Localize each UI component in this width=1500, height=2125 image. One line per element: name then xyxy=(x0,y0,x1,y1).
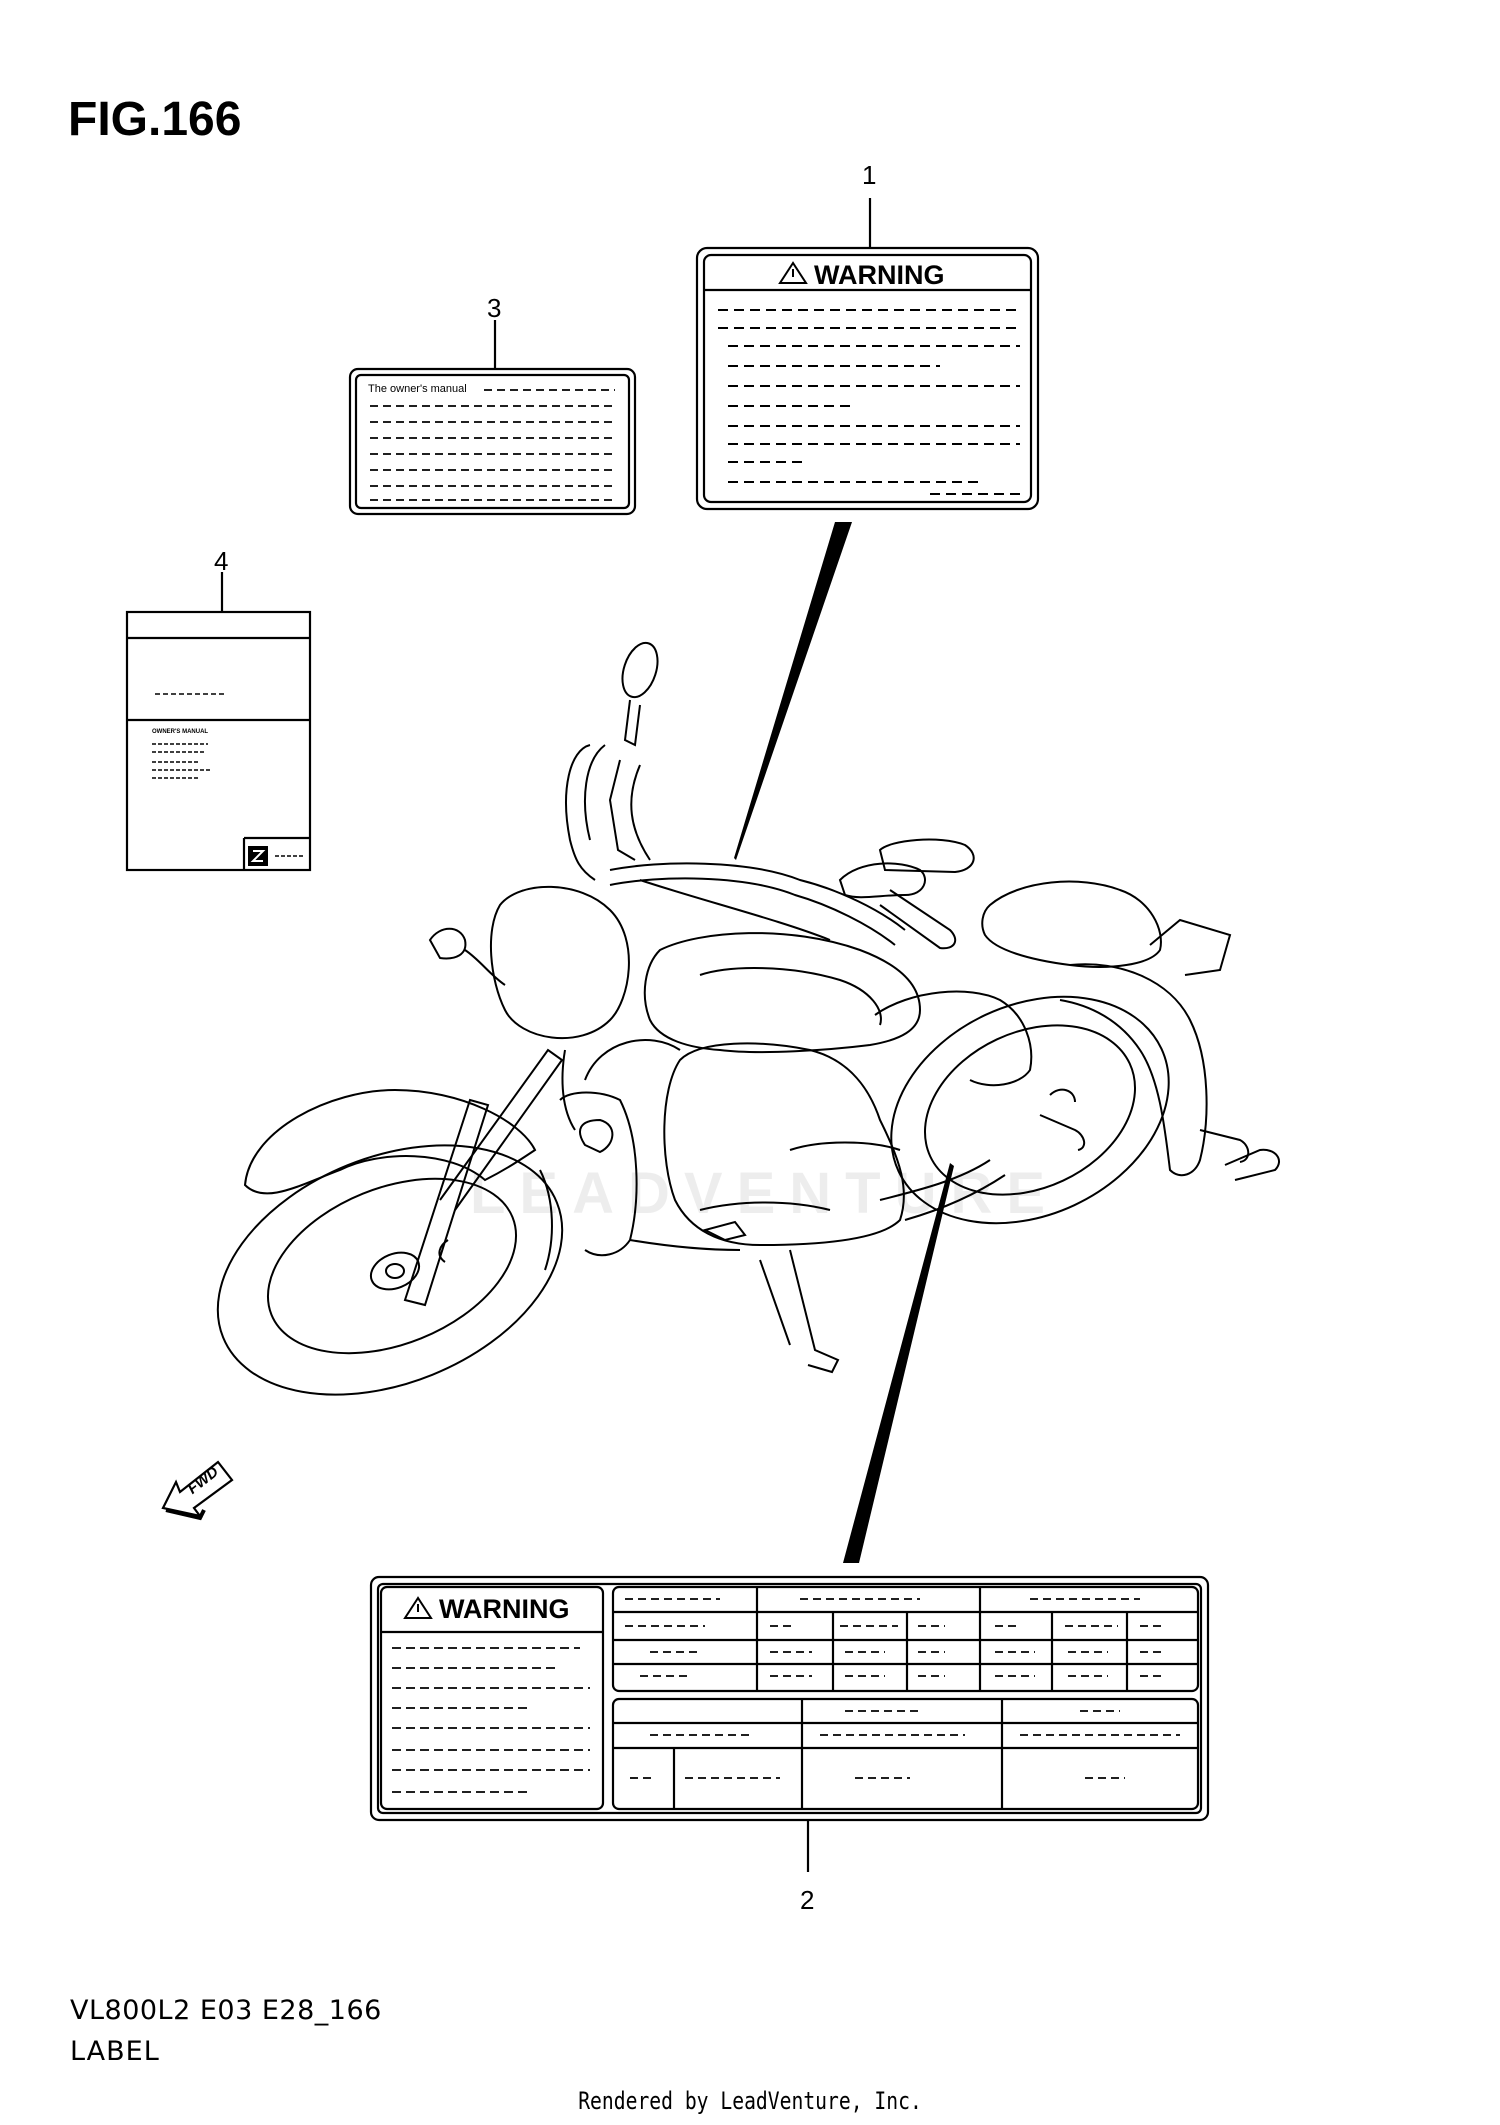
owners-manual-book-4 xyxy=(125,610,312,872)
figure-title: FIG.166 xyxy=(68,93,242,146)
owners-manual-notice-text: The owner's manual xyxy=(368,383,467,395)
model-code: VL800L2 E03 E28_166 xyxy=(70,1995,382,2026)
warning-label-2-title: WARNING xyxy=(439,1594,570,1624)
fwd-arrow-icon xyxy=(161,1460,234,1521)
warning-label-1-title: WARNING xyxy=(814,260,945,290)
warning-label-1 xyxy=(695,246,1040,511)
watermark-text: LEADVENTURE xyxy=(470,1161,1060,1226)
pointer-wedge-1 xyxy=(734,522,852,860)
pointer-wedge-2 xyxy=(843,1163,954,1563)
info-warning-label-2 xyxy=(369,1575,1210,1822)
section-name: LABEL xyxy=(70,2036,160,2067)
callout-number-3: 3 xyxy=(487,293,502,323)
footer-credit: Rendered by LeadVenture, Inc. xyxy=(578,2087,922,2115)
callout-number-4: 4 xyxy=(214,546,229,576)
motorcycle-drawing xyxy=(216,641,1280,1396)
owners-manual-cover-text: OWNER'S MANUAL xyxy=(152,729,209,735)
callout-number-1: 1 xyxy=(862,160,877,190)
callout-number-2: 2 xyxy=(800,1885,815,1915)
owners-manual-label-3 xyxy=(348,367,637,516)
